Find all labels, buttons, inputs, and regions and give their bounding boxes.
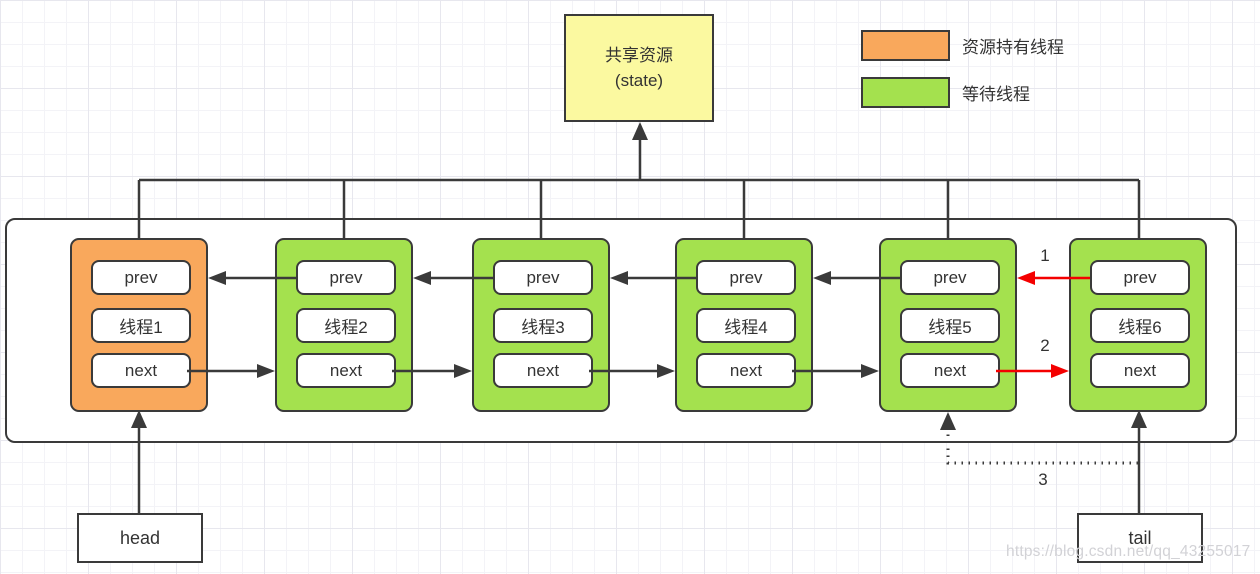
prev-pointer-box: prev xyxy=(696,260,796,295)
next-pointer-box: next xyxy=(296,353,396,388)
thread-label-box: 线程6 xyxy=(1090,308,1190,343)
head-pointer-box: head xyxy=(77,513,203,563)
thread-label-box: 线程5 xyxy=(900,308,1000,343)
queue-node-6: prev 线程6 next xyxy=(1069,238,1207,412)
legend-label-waiting: 等待线程 xyxy=(962,85,1030,104)
watermark-text: https://blog.csdn.net/qq_43255017 xyxy=(1006,543,1251,560)
next-pointer-box: next xyxy=(493,353,593,388)
tail-pointer-box: tail xyxy=(1077,513,1203,563)
next-pointer-box: next xyxy=(1090,353,1190,388)
head-label: head xyxy=(119,527,161,548)
thread-label-box: 线程3 xyxy=(493,308,593,343)
legend-label-holder: 资源持有线程 xyxy=(962,38,1064,57)
shared-resource-box: 共享资源 (state) xyxy=(564,14,714,122)
queue-node-1: prev 线程1 next xyxy=(70,238,208,412)
shared-resource-state: (state) xyxy=(614,71,664,90)
next-pointer-box: next xyxy=(696,353,796,388)
arrow-up-to-resource-icon xyxy=(632,122,648,140)
thread-label-box: 线程1 xyxy=(91,308,191,343)
next-pointer-box: next xyxy=(91,353,191,388)
prev-pointer-box: prev xyxy=(493,260,593,295)
legend-item-holder: 资源持有线程 xyxy=(861,30,1064,61)
prev-pointer-box: prev xyxy=(900,260,1000,295)
step-label-3: 3 xyxy=(1038,470,1048,489)
holder-color-swatch xyxy=(861,30,950,61)
queue-container xyxy=(5,218,1237,443)
prev-pointer-box: prev xyxy=(91,260,191,295)
prev-pointer-box: prev xyxy=(1090,260,1190,295)
step-label-1: 1 xyxy=(1040,246,1050,265)
waiting-color-swatch xyxy=(861,77,950,108)
queue-node-5: prev 线程5 next xyxy=(879,238,1017,412)
legend-item-waiting: 等待线程 xyxy=(861,77,1064,108)
prev-pointer-box: prev xyxy=(296,260,396,295)
legend: 资源持有线程 等待线程 xyxy=(861,30,1064,124)
tail-label: tail xyxy=(1128,527,1152,548)
thread-label-box: 线程4 xyxy=(696,308,796,343)
queue-node-3: prev 线程3 next xyxy=(472,238,610,412)
queue-node-2: prev 线程2 next xyxy=(275,238,413,412)
next-pointer-box: next xyxy=(900,353,1000,388)
thread-label-box: 线程2 xyxy=(296,308,396,343)
queue-node-4: prev 线程4 next xyxy=(675,238,813,412)
shared-resource-title: 共享资源 xyxy=(605,46,673,65)
step-label-2: 2 xyxy=(1040,336,1050,355)
